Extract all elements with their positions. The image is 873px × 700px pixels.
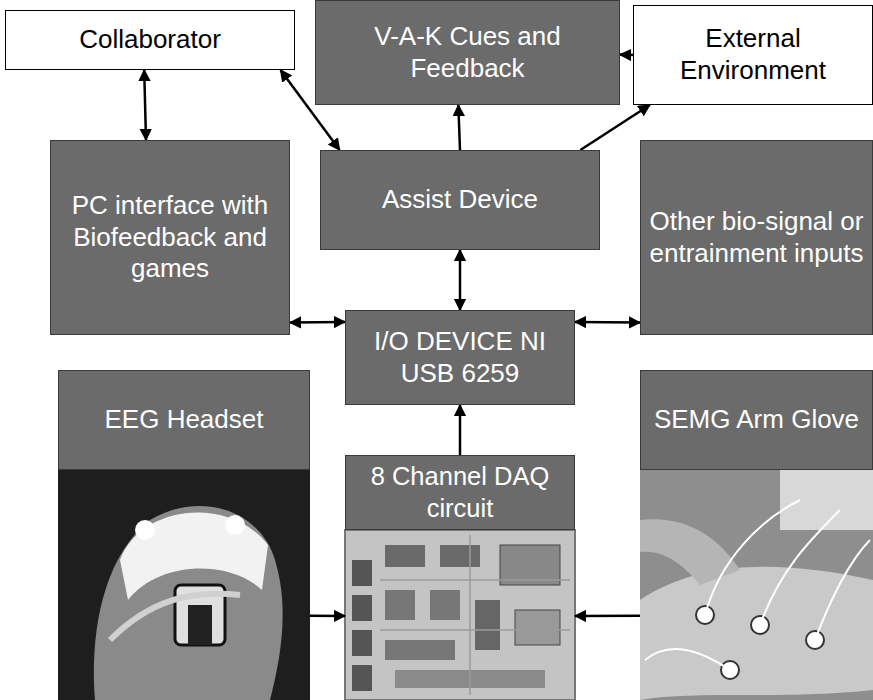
io-device-box: I/O DEVICE NI USB 6259 — [345, 310, 575, 405]
box-label: SEMG Arm Glove — [654, 404, 859, 436]
panel-header: 8 Channel DAQ circuit — [345, 455, 575, 530]
box-label: I/O DEVICE NI USB 6259 — [354, 326, 566, 389]
arrow-connector — [310, 615, 345, 618]
daq-panel: 8 Channel DAQ circuit — [345, 455, 575, 700]
box-label: V-A-K Cues and Feedback — [324, 21, 611, 84]
assist-device-box: Assist Device — [320, 150, 600, 250]
box-label: 8 Channel DAQ circuit — [354, 461, 566, 523]
pc-interface-box: PC interface with Biofeedback and games — [50, 140, 290, 335]
arrow-connector — [575, 615, 640, 618]
arrow-connector — [290, 321, 345, 324]
arrow-connector — [144, 70, 146, 140]
eeg-photo — [58, 470, 310, 700]
feedback-box: V-A-K Cues and Feedback — [315, 0, 620, 105]
environment-box: External Environment — [633, 5, 873, 105]
arrow-connector — [620, 53, 633, 56]
arrow-connector — [459, 405, 462, 455]
box-label: Collaborator — [79, 24, 221, 56]
arrow-connector — [458, 105, 460, 150]
semg-panel: SEMG Arm Glove — [640, 370, 873, 700]
box-label: Other bio-signal or entrainment inputs — [649, 206, 864, 269]
eeg-panel: EEG Headset — [58, 370, 310, 700]
pcb-photo — [345, 530, 575, 700]
input-box: Other bio-signal or entrainment inputs — [640, 140, 873, 335]
box-label: External Environment — [642, 23, 864, 86]
collaborator-box: Collaborator — [5, 10, 295, 70]
arrow-connector — [459, 250, 462, 310]
box-label: EEG Headset — [105, 404, 264, 436]
arm-photo — [640, 470, 873, 700]
box-label: PC interface with Biofeedback and games — [59, 190, 281, 285]
panel-header: EEG Headset — [58, 370, 310, 470]
arrow-connector — [575, 321, 640, 324]
panel-header: SEMG Arm Glove — [640, 370, 873, 470]
box-label: Assist Device — [382, 184, 538, 216]
